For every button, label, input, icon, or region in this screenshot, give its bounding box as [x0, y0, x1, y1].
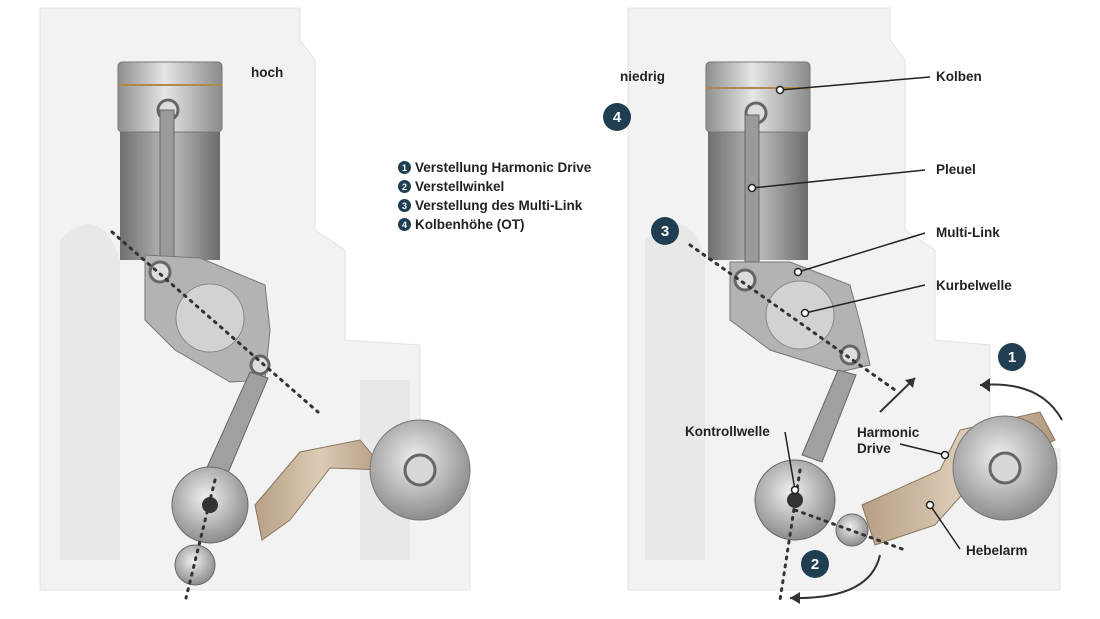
right-dotted-axis-lever: [793, 508, 907, 552]
label-hebelarm: Hebelarm: [966, 543, 1028, 558]
legend-text: Verstellwinkel: [415, 179, 505, 194]
badge-1: 1: [998, 343, 1026, 371]
legend-text: Verstellung Harmonic Drive: [415, 160, 592, 175]
legend-item: 4 Kolbenhöhe (OT): [398, 215, 591, 234]
left-conrod: [159, 109, 175, 261]
leader-lines: [751, 76, 961, 550]
left-engine-shading: [60, 224, 410, 560]
left-height-label: hoch: [251, 65, 284, 80]
harmonic-rotation-arrow: [979, 383, 1063, 421]
right-lower-link: [801, 369, 857, 463]
label-multi-link: Multi-Link: [936, 225, 1000, 240]
left-dotted-axis-upper: [110, 230, 320, 414]
legend-number: 3: [398, 199, 411, 212]
legend-item: 2 Verstellwinkel: [398, 177, 591, 196]
right-engine-shading: [645, 224, 705, 560]
left-engine: [39, 7, 471, 600]
right-conrod: [744, 114, 760, 271]
badge-3: 3: [651, 217, 679, 245]
legend: 1 Verstellung Harmonic Drive 2 Verstellw…: [398, 158, 591, 234]
label-kolben: Kolben: [936, 69, 982, 84]
label-drive: Drive: [857, 441, 891, 456]
badge-4: 4: [603, 103, 631, 131]
right-dotted-axis-control: [778, 468, 802, 602]
left-lever-arm: [254, 439, 387, 541]
label-pleuel: Pleuel: [936, 162, 976, 177]
legend-item: 3 Verstellung des Multi-Link: [398, 196, 591, 215]
label-kontrollwelle: Kontrollwelle: [685, 424, 770, 439]
legend-text: Kolbenhöhe (OT): [415, 217, 525, 232]
label-harmonic: Harmonic: [857, 425, 920, 440]
badge-2: 2: [801, 550, 829, 578]
legend-number: 2: [398, 180, 411, 193]
legend-text: Verstellung des Multi-Link: [415, 198, 583, 213]
right-engine: [627, 7, 1063, 604]
label-kurbelwelle: Kurbelwelle: [936, 278, 1012, 293]
control-shaft-rotation-arrow: [789, 554, 881, 600]
legend-number: 4: [398, 218, 411, 231]
right-height-label: niedrig: [620, 69, 666, 84]
right-dotted-axis-upper: [688, 243, 897, 392]
legend-item: 1 Verstellung Harmonic Drive: [398, 158, 591, 177]
legend-number: 1: [398, 161, 411, 174]
